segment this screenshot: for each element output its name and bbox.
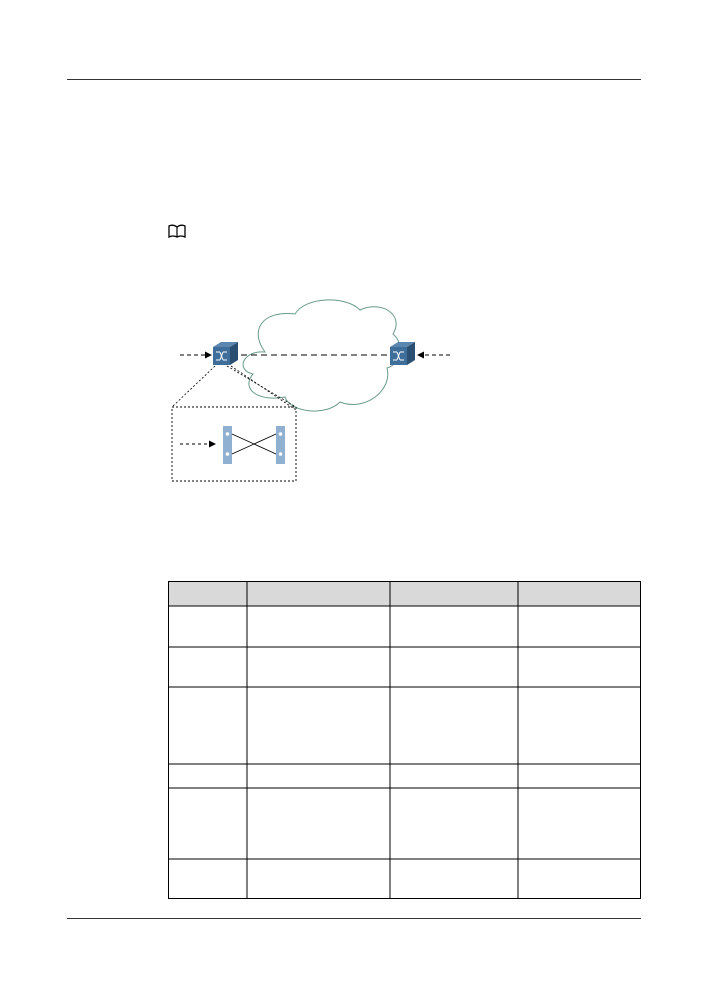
router-icon-left [213,342,238,365]
detail-box [171,406,297,482]
book-icon [168,224,186,238]
parameter-table [168,581,641,899]
router-icon-right [390,342,415,365]
card-left [223,426,232,464]
network-diagram [171,299,450,482]
footer-rule [67,918,641,919]
card-right [276,426,285,464]
header-rule [67,79,641,80]
table-header [168,581,641,606]
